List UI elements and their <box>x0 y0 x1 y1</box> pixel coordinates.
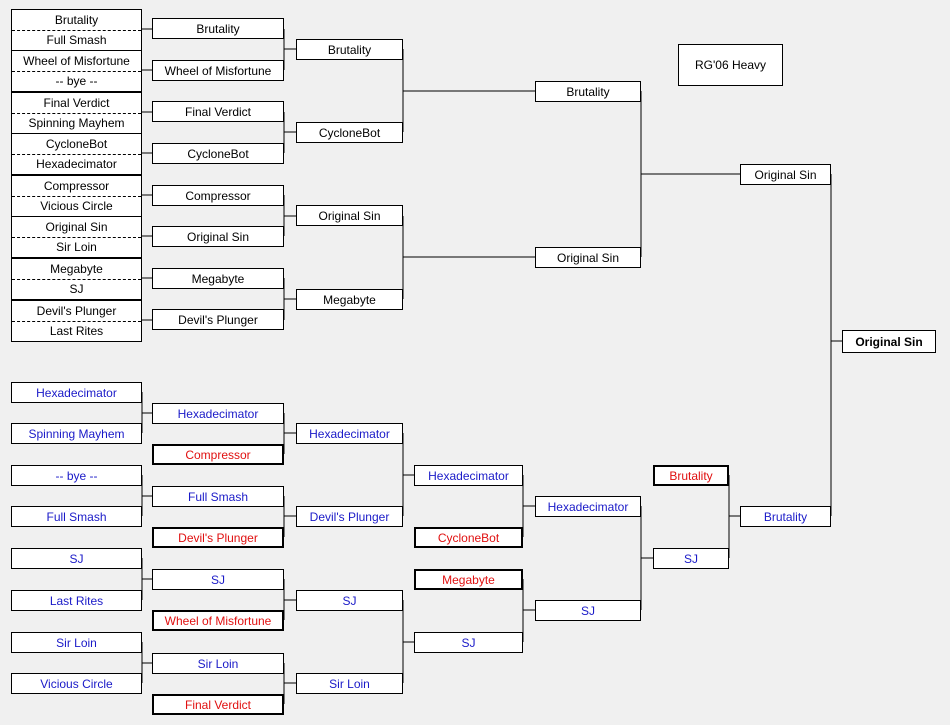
winners-r1-match-8: Devil's Plunger Last Rites <box>11 300 142 342</box>
winners-r2-slot: Original Sin <box>152 226 284 247</box>
losers-r1-slot: -- bye -- <box>11 465 142 486</box>
losers-r6-drop-in: Brutality <box>653 465 729 486</box>
winners-r2-slot: Brutality <box>152 18 284 39</box>
losers-final-slot: Brutality <box>740 506 831 527</box>
winners-final-slot: Original Sin <box>740 164 831 185</box>
losers-r3-slot: Sir Loin <box>296 673 403 694</box>
competitor: -- bye -- <box>55 74 98 88</box>
winners-r1-match-6: Original Sin Sir Loin <box>11 216 142 258</box>
losers-r1-slot: Hexadecimator <box>11 382 142 403</box>
losers-r3-slot: Hexadecimator <box>296 423 403 444</box>
tournament-title: RG'06 Heavy <box>678 44 783 86</box>
losers-r3-slot: Devil's Plunger <box>296 506 403 527</box>
competitor: Full Smash <box>46 33 107 47</box>
competitor: Devil's Plunger <box>12 301 141 322</box>
losers-r5-slot: SJ <box>535 600 641 621</box>
losers-r1-slot: Vicious Circle <box>11 673 142 694</box>
winners-r2-slot: Wheel of Misfortune <box>152 60 284 81</box>
losers-r4-slot: SJ <box>414 632 523 653</box>
winners-r2-slot: Megabyte <box>152 268 284 289</box>
losers-r2-slot: SJ <box>152 569 284 590</box>
competitor: Spinning Mayhem <box>28 116 125 130</box>
winners-r2-slot: CycloneBot <box>152 143 284 164</box>
winners-r3-slot: Brutality <box>296 39 403 60</box>
losers-r1-slot: Sir Loin <box>11 632 142 653</box>
winners-r4-slot: Original Sin <box>535 247 641 268</box>
competitor: Last Rites <box>49 324 104 338</box>
losers-r2-slot: Hexadecimator <box>152 403 284 424</box>
losers-r1-slot: Spinning Mayhem <box>11 423 142 444</box>
losers-r2-slot: Sir Loin <box>152 653 284 674</box>
winners-r2-slot: Devil's Plunger <box>152 309 284 330</box>
losers-r6-slot: SJ <box>653 548 729 569</box>
competitor: Megabyte <box>12 259 141 280</box>
losers-r1-slot: Last Rites <box>11 590 142 611</box>
winners-r3-slot: Original Sin <box>296 205 403 226</box>
winners-r2-slot: Final Verdict <box>152 101 284 122</box>
winners-r1-match-3: Final Verdict Spinning Mayhem <box>11 92 142 134</box>
losers-r2-drop-in: Compressor <box>152 444 284 465</box>
losers-r1-slot: SJ <box>11 548 142 569</box>
losers-r5-slot: Hexadecimator <box>535 496 641 517</box>
losers-r4-slot: Hexadecimator <box>414 465 523 486</box>
winners-r1-match-7: Megabyte SJ <box>11 258 142 300</box>
grand-final-champion: Original Sin <box>842 330 936 353</box>
competitor: Vicious Circle <box>40 199 113 213</box>
winners-r1-match-2: Wheel of Misfortune -- bye -- <box>11 50 142 92</box>
competitor: Hexadecimator <box>36 157 117 171</box>
winners-r1-match-1: Brutality Full Smash <box>11 9 142 51</box>
competitor: Original Sin <box>12 217 141 238</box>
competitor: Wheel of Misfortune <box>12 51 141 72</box>
losers-r2-drop-in: Final Verdict <box>152 694 284 715</box>
losers-r4-drop-in: CycloneBot <box>414 527 523 548</box>
losers-r1-slot: Full Smash <box>11 506 142 527</box>
losers-r4-drop-in: Megabyte <box>414 569 523 590</box>
losers-r2-drop-in: Devil's Plunger <box>152 527 284 548</box>
competitor: Brutality <box>12 10 141 31</box>
losers-r2-drop-in: Wheel of Misfortune <box>152 610 284 631</box>
winners-r4-slot: Brutality <box>535 81 641 102</box>
competitor: CycloneBot <box>12 134 141 155</box>
competitor: Sir Loin <box>56 240 97 254</box>
winners-r3-slot: CycloneBot <box>296 122 403 143</box>
losers-r2-slot: Full Smash <box>152 486 284 507</box>
competitor: Compressor <box>12 176 141 197</box>
winners-r1-match-5: Compressor Vicious Circle <box>11 175 142 217</box>
winners-r2-slot: Compressor <box>152 185 284 206</box>
winners-r1-match-4: CycloneBot Hexadecimator <box>11 133 142 175</box>
competitor: SJ <box>69 282 84 296</box>
competitor: Final Verdict <box>12 93 141 114</box>
winners-r3-slot: Megabyte <box>296 289 403 310</box>
losers-r3-slot: SJ <box>296 590 403 611</box>
